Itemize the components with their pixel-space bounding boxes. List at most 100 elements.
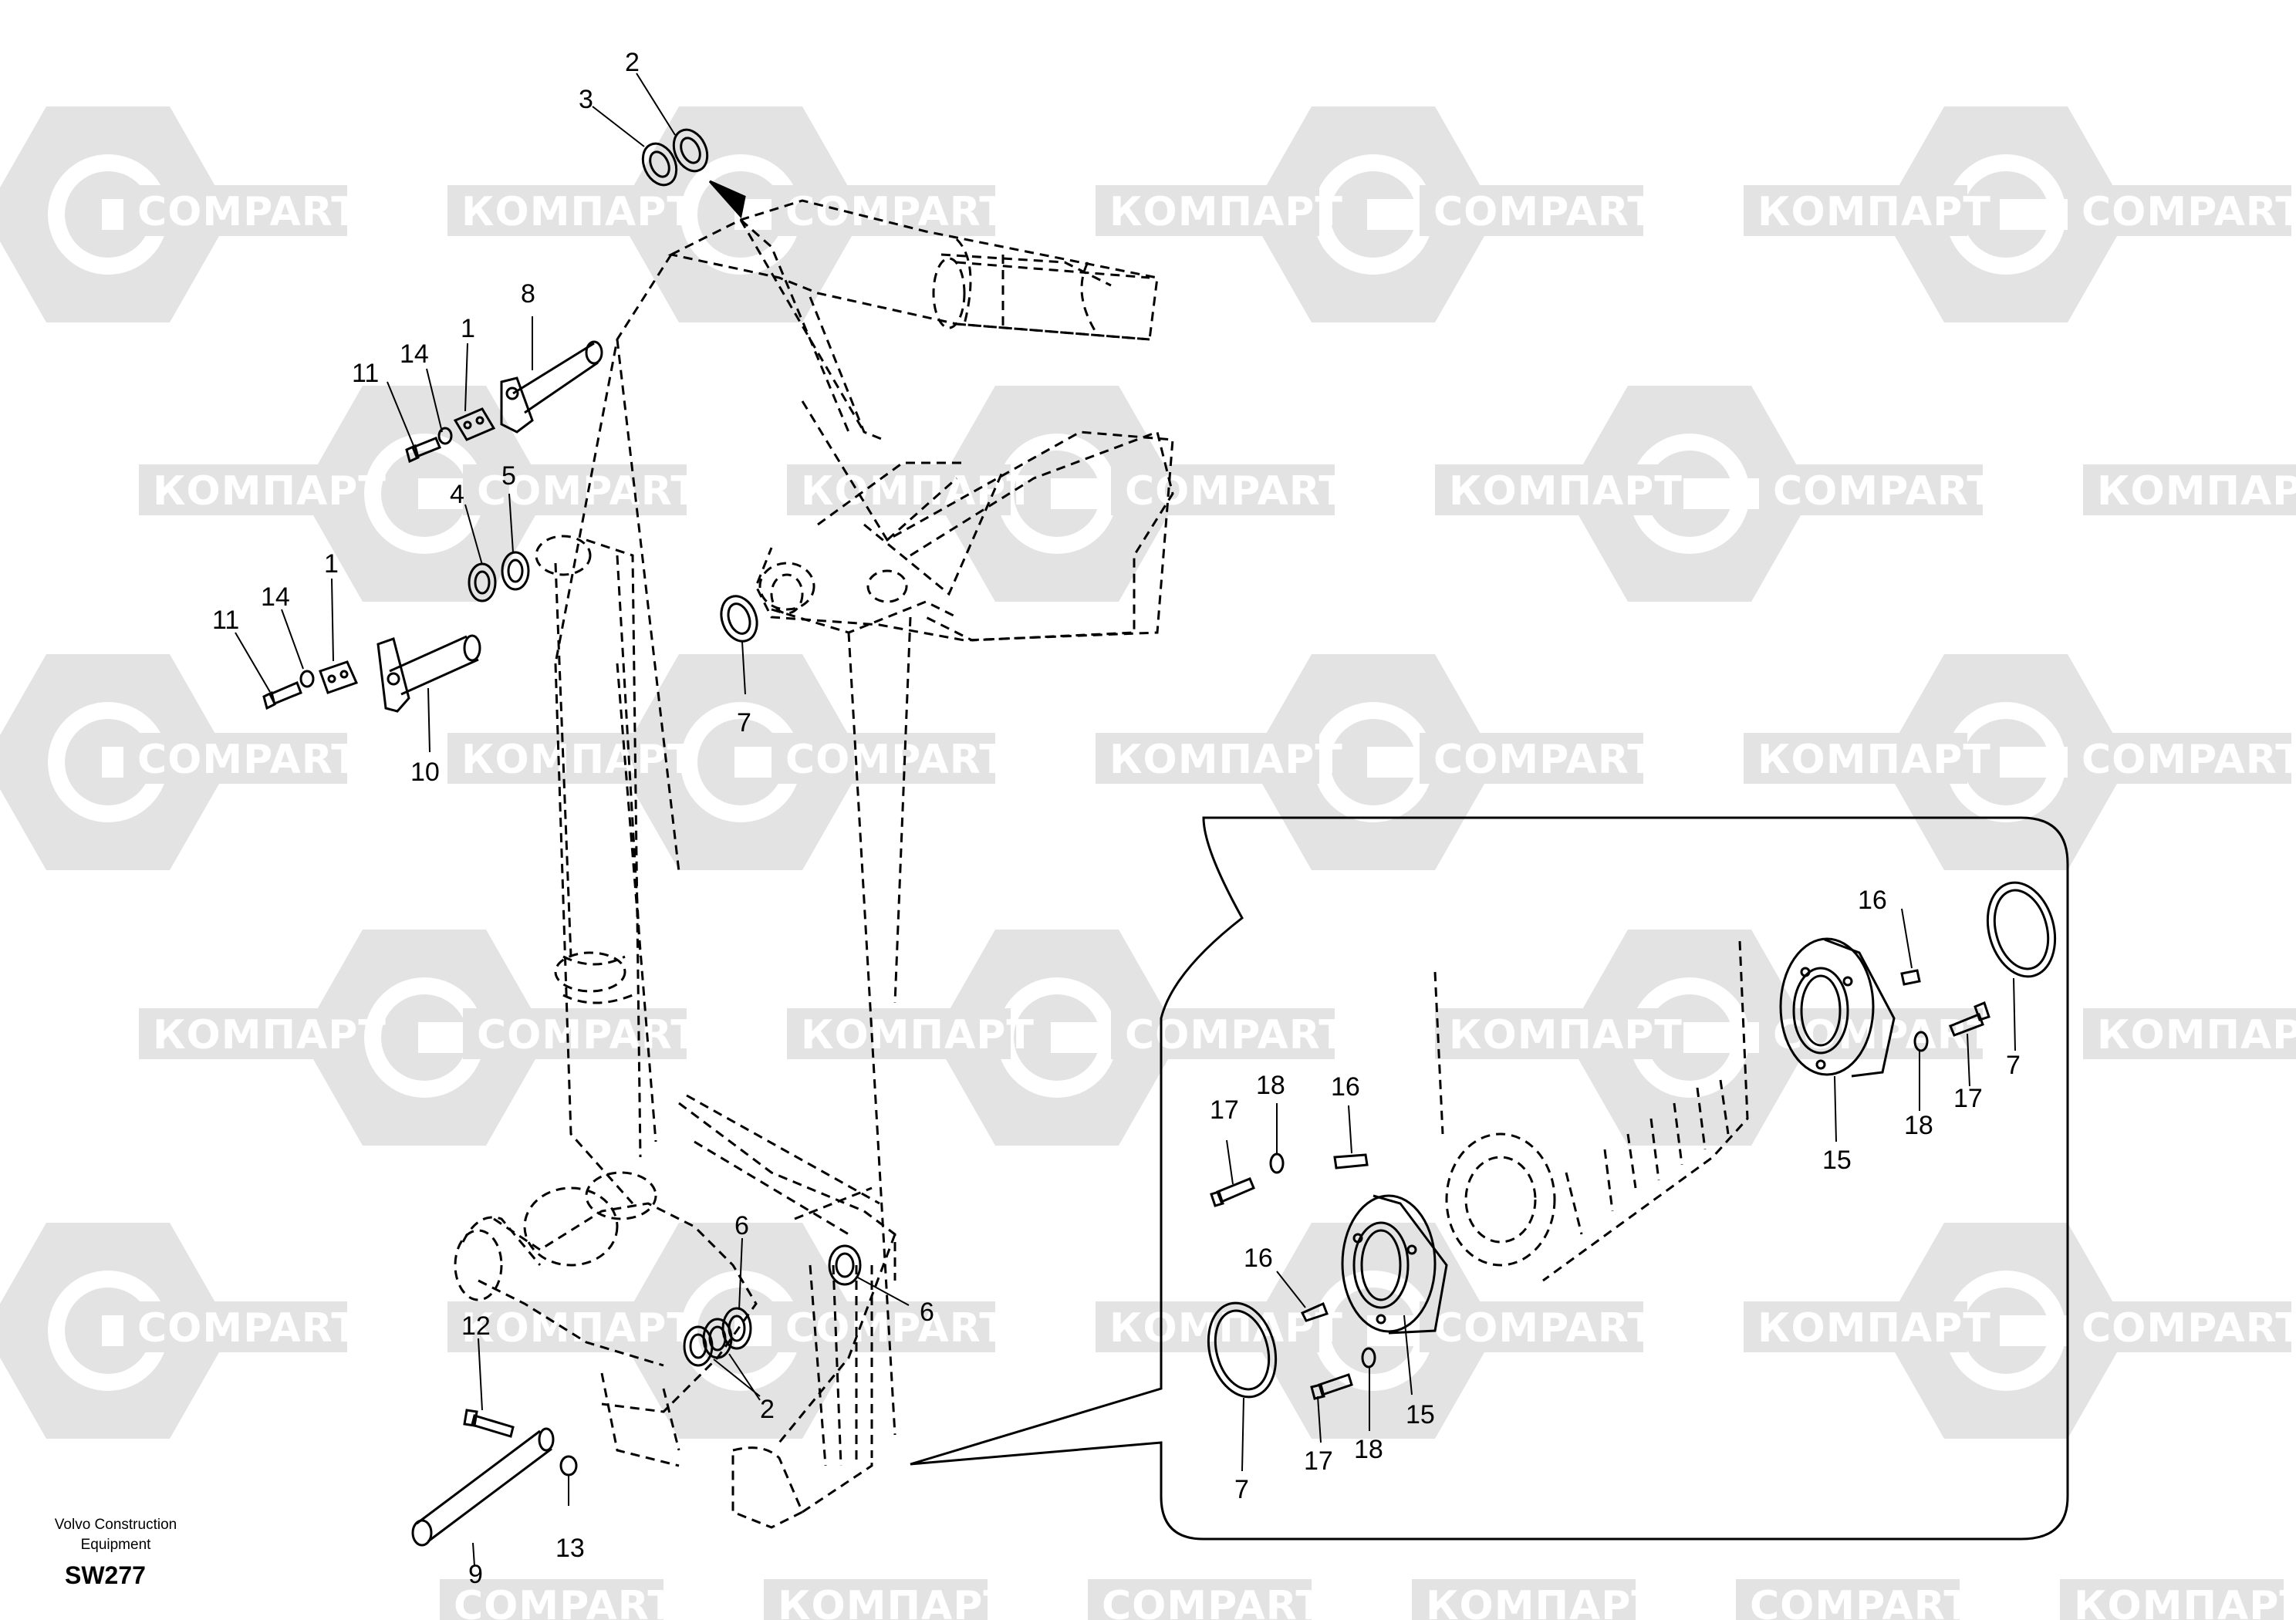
watermark-band [764,1579,988,1620]
pin-8 [500,340,603,434]
inset-pin-16-upper [1333,1153,1369,1169]
pin-9 [411,1427,555,1547]
watermark-text: КОМПАРТ [1426,1583,1660,1620]
bolt-11-top [405,437,441,464]
watermark-text: КОМПАРТ [2097,468,2296,515]
spring-washer-14-lower [299,670,315,688]
callout-16: 16 [1858,886,1887,915]
watermark-band [1736,1579,1960,1620]
watermark-band [787,1008,1011,1059]
washer-3-top [641,142,678,187]
inset-washer-18-left [1269,1153,1285,1174]
callout-12: 12 [461,1311,491,1341]
detail-inset-callout [910,816,2069,1541]
drawing-code: SW277 [65,1561,146,1589]
watermark-band [2068,733,2291,784]
callout-4: 4 [450,480,464,509]
inset-housing-dashed [1433,940,1749,1282]
watermark-text-bands: COMPART КОМПАРТ COMPART КОМПАРТ COMPART КОМПА… [123,185,2296,1620]
inset-bolt-17-left [1210,1177,1255,1207]
watermark-band [1420,1301,1643,1352]
callout-17: 17 [1210,1095,1239,1125]
inset-pin-16-lower [1300,1301,1329,1322]
inset-bearing-15-left [1341,1194,1448,1335]
watermark-band [123,733,347,784]
watermark-band [1096,733,1319,784]
watermark-text: COMPART [2082,737,2296,783]
watermark-text: COMPART [2082,189,2296,235]
callout-13: 13 [555,1534,585,1563]
lock-plate-1-top [453,407,496,441]
callout-14: 14 [400,339,429,369]
callout-14: 14 [261,582,290,612]
watermark-band [1420,185,1643,236]
arm-assembly-drawing [235,73,2069,1567]
inset-shim-7-right [1986,881,2057,978]
watermark-text: COMPART [1102,1583,1324,1620]
washer-2-top [672,128,709,173]
watermark-band [447,185,671,236]
bolt-12 [463,1409,515,1438]
inset-bearing-15-right [1779,937,1896,1078]
watermark-band [139,464,363,515]
watermark-text: КОМПАРТ [1757,1305,1991,1352]
callout-18: 18 [1256,1071,1285,1100]
callout-10: 10 [410,758,440,787]
watermark-band [1412,1579,1636,1620]
washer-6-right [828,1244,862,1286]
callout-7: 7 [2006,1051,2021,1080]
watermark-text: КОМПАРТ [778,1583,1011,1620]
manufacturer-credit-line1: Volvo Construction [54,1517,177,1533]
watermark-layer: COMPART КОМПАРТ COMPART КОМПАРТ COMPART КОМПА… [0,106,2296,1620]
callout-16: 16 [1244,1244,1273,1273]
watermark-text: COMPART [477,1012,699,1058]
watermark-band [1111,464,1335,515]
watermark-band [463,464,687,515]
callout-layer: 2 3 8 14 1 11 4 5 1 14 11 10 7 6 6 12 2 … [212,48,2021,1589]
watermark-text: КОМПАРТ [153,1012,387,1058]
watermark-text: COMPART [137,737,360,783]
callout-18: 18 [1904,1111,1933,1140]
watermark-text: COMPART [2082,1305,2296,1352]
watermark-band [1744,1301,1967,1352]
watermark-band [772,185,995,236]
callout-3: 3 [579,85,593,114]
leader-lines [235,73,2016,1567]
callout-17: 17 [1953,1084,1983,1113]
watermark-text: COMPART [454,1583,676,1620]
callout-15: 15 [1406,1400,1435,1429]
callout-9: 9 [468,1560,483,1589]
watermark-text: КОМПАРТ [2097,1012,2296,1058]
callout-1: 1 [461,314,475,343]
watermark-band [772,1301,995,1352]
watermark-text: COMPART [785,737,1008,783]
watermark-band [1420,733,1643,784]
watermark-band [787,464,1011,515]
watermark-text: COMPART [137,1305,360,1352]
watermark-text: COMPART [137,189,360,235]
watermark-band [1759,1008,1983,1059]
callout-15: 15 [1822,1146,1852,1175]
watermark-band [2083,464,2296,515]
watermark-text: COMPART [1125,1012,1347,1058]
watermark-band [2060,1579,2284,1620]
watermark-text: КОМПАРТ [1757,189,1991,235]
watermark-band [1759,464,1983,515]
callout-2: 2 [625,48,640,77]
watermark-text: КОМПАРТ [1449,1012,1683,1058]
watermark-band [1435,1008,1659,1059]
watermark-band [2068,185,2291,236]
callout-2: 2 [760,1395,775,1424]
watermark-text: КОМПАРТ [1449,468,1683,515]
watermark-text: COMPART [1433,737,1656,783]
callout-1: 1 [324,549,339,579]
watermark-band [1088,1579,1312,1620]
inset-shim-7-left [1207,1301,1278,1399]
callout-7: 7 [1234,1475,1249,1504]
watermark-band [1744,733,1967,784]
watermark-text: КОМПАРТ [461,737,695,783]
watermark-band [123,185,347,236]
watermark-text: COMPART [785,1305,1008,1352]
watermark-text: COMPART [1750,1583,1972,1620]
